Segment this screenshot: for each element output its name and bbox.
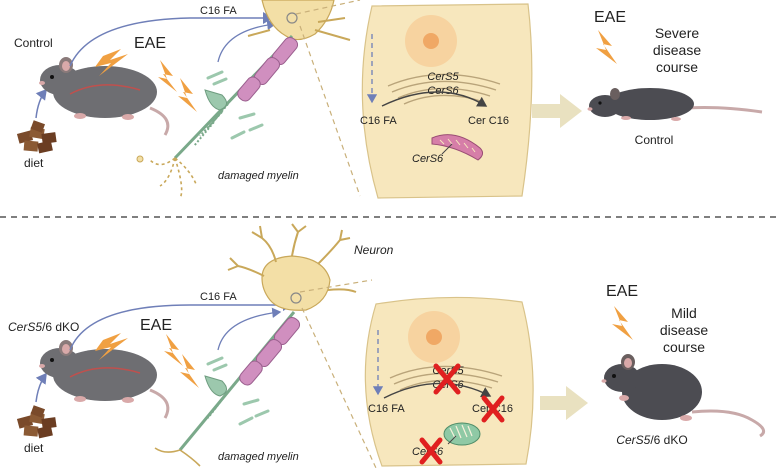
healthy-mouse-icon (601, 354, 766, 438)
nucleolus-icon (423, 33, 439, 49)
lightning-bolt-icon (180, 354, 199, 388)
zoom-guide-lines (295, 0, 361, 197)
outcome-line-3: course (656, 59, 698, 75)
mito-pointer (441, 143, 453, 155)
control-label: Control (14, 36, 53, 50)
outcome-arrow (532, 94, 582, 128)
product-knockout-x-icon (481, 395, 505, 423)
c16fa-to-neuron-arrow (217, 19, 277, 63)
c16fa-cell-label: C16 FA (368, 403, 405, 415)
sick-mouse-icon (587, 88, 763, 121)
c16fa-to-neuron-arrow (217, 307, 282, 351)
damaged-myelin-label: damaged myelin (218, 451, 299, 463)
lightning-bolt-icon (95, 333, 128, 360)
top-panel: Control diet EAE (14, 0, 763, 199)
diet-label: diet (24, 441, 44, 455)
conversion-arrow (381, 91, 488, 107)
eae-label: EAE (134, 35, 166, 52)
mito-cers6-label: CerS6 (412, 153, 444, 165)
outcome-line-1: Mild (671, 305, 697, 321)
c16fa-arrow-label: C16 FA (200, 5, 237, 17)
lightning-bolt-icon (612, 306, 633, 340)
outcome-eae-label: EAE (606, 283, 638, 300)
damaged-myelin-fragments (154, 356, 270, 467)
er-icon (387, 73, 501, 105)
c16fa-arrow-label: C16 FA (200, 291, 237, 303)
diet-pile-icon (16, 405, 57, 439)
dko-mouse-icon (39, 340, 170, 419)
mito-pointer (447, 435, 457, 445)
lightning-bolt-icon (95, 49, 128, 76)
diet-to-mouse-arrow (35, 88, 47, 119)
myelin-sheath (237, 36, 299, 102)
neuron-label: Neuron (354, 243, 394, 257)
mitochondrion-icon (443, 422, 481, 446)
c16fa-uptake-arrow (69, 12, 274, 67)
oligodendrocyte-icon (204, 375, 227, 397)
control-mouse-icon (39, 57, 170, 136)
outcome-eae-label: EAE (594, 9, 626, 26)
mitochondrion-icon (431, 134, 484, 161)
diet-label: diet (24, 156, 44, 170)
cerc16-cell-label: Cer C16 (468, 115, 509, 127)
conversion-arrow (383, 382, 492, 399)
damaged-myelin-fragments (136, 70, 264, 199)
outcome-mouse-label: CerS5/6 dKO (616, 433, 687, 447)
zoom-guide-lines (299, 279, 377, 469)
lightning-bolt-icon (178, 78, 197, 112)
lightning-bolt-icon (158, 60, 177, 92)
outcome-line-1: Severe (655, 25, 700, 41)
c16fa-uptake-arrow (69, 299, 294, 351)
mito-knockout-x-icon (419, 437, 443, 465)
cers6-label: CerS6 (427, 85, 459, 97)
bottom-panel: CerS5/6 dKO diet EAE C16 FA (8, 223, 766, 469)
diet-pile-icon (16, 120, 57, 154)
outcome-line-2: disease (660, 322, 708, 338)
damaged-myelin-label: damaged myelin (218, 170, 299, 182)
outcome-mouse-label: Control (635, 133, 674, 147)
outcome-arrow (540, 386, 588, 420)
cell-body (361, 3, 533, 199)
c16fa-cell-label: C16 FA (360, 115, 397, 127)
lightning-bolt-icon (596, 30, 617, 64)
cers5-label: CerS5 (427, 71, 459, 83)
genotype-label: CerS5/6 dKO (8, 320, 79, 334)
outcome-line-3: course (663, 339, 705, 355)
diet-to-mouse-arrow (35, 372, 47, 403)
enzyme-knockout-x-icon (433, 363, 461, 395)
myelin-sheath (239, 316, 301, 386)
eae-label: EAE (140, 317, 172, 334)
outcome-line-2: disease (653, 42, 701, 58)
lightning-bolt-icon (164, 334, 183, 366)
nucleolus-icon (426, 329, 442, 345)
neuron-icon (227, 223, 357, 311)
oligodendrocyte-icon (204, 89, 227, 111)
